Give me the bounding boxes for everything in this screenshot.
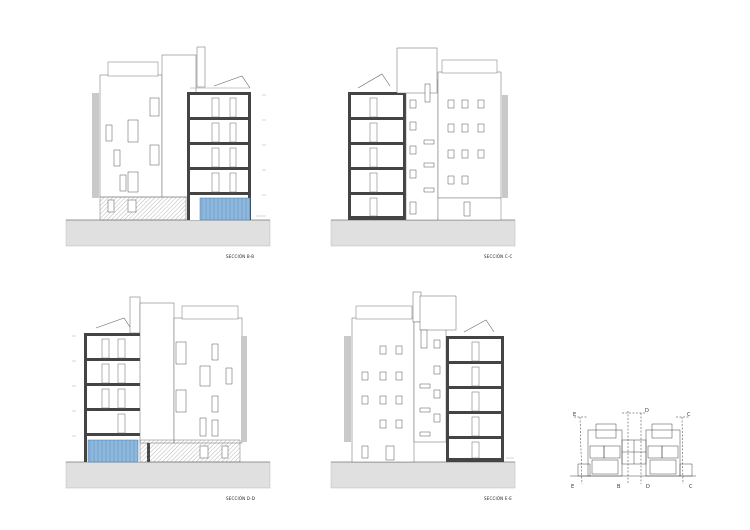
base-hatch bbox=[99, 196, 187, 221]
section-caption-ee: SECCIÓN E-E bbox=[484, 496, 512, 501]
storefront-glazing bbox=[199, 197, 251, 221]
section-dd-drawing: SECCIÓN D-D bbox=[65, 296, 271, 501]
section-caption-cc: SECCIÓN C-C bbox=[484, 254, 512, 259]
cut-section-bb bbox=[187, 75, 251, 221]
cut-section-cc bbox=[348, 73, 406, 220]
key-mark: E bbox=[571, 484, 574, 490]
chimney bbox=[196, 46, 206, 88]
section-cc-drawing: SECCIÓN C-C bbox=[330, 47, 516, 259]
key-mark: C bbox=[687, 412, 691, 418]
ground-slab bbox=[65, 219, 271, 247]
key-mark: E bbox=[573, 412, 576, 418]
key-mark: D bbox=[646, 484, 650, 490]
key-plan bbox=[570, 411, 696, 485]
section-bb-drawing: SECCIÓN B-B bbox=[65, 46, 271, 259]
section-ee-drawing: SECCIÓN E-E bbox=[330, 291, 516, 501]
key-mark: C bbox=[689, 484, 693, 490]
key-mark: B bbox=[617, 484, 621, 490]
key-mark: D bbox=[645, 408, 649, 414]
side-wall-shade bbox=[92, 93, 99, 198]
key-plan-marks: E D C E B D C bbox=[571, 408, 693, 490]
section-caption-bb: SECCIÓN B-B bbox=[226, 254, 254, 259]
cut-section-ee bbox=[446, 319, 504, 462]
section-caption-dd: SECCIÓN D-D bbox=[226, 496, 255, 501]
